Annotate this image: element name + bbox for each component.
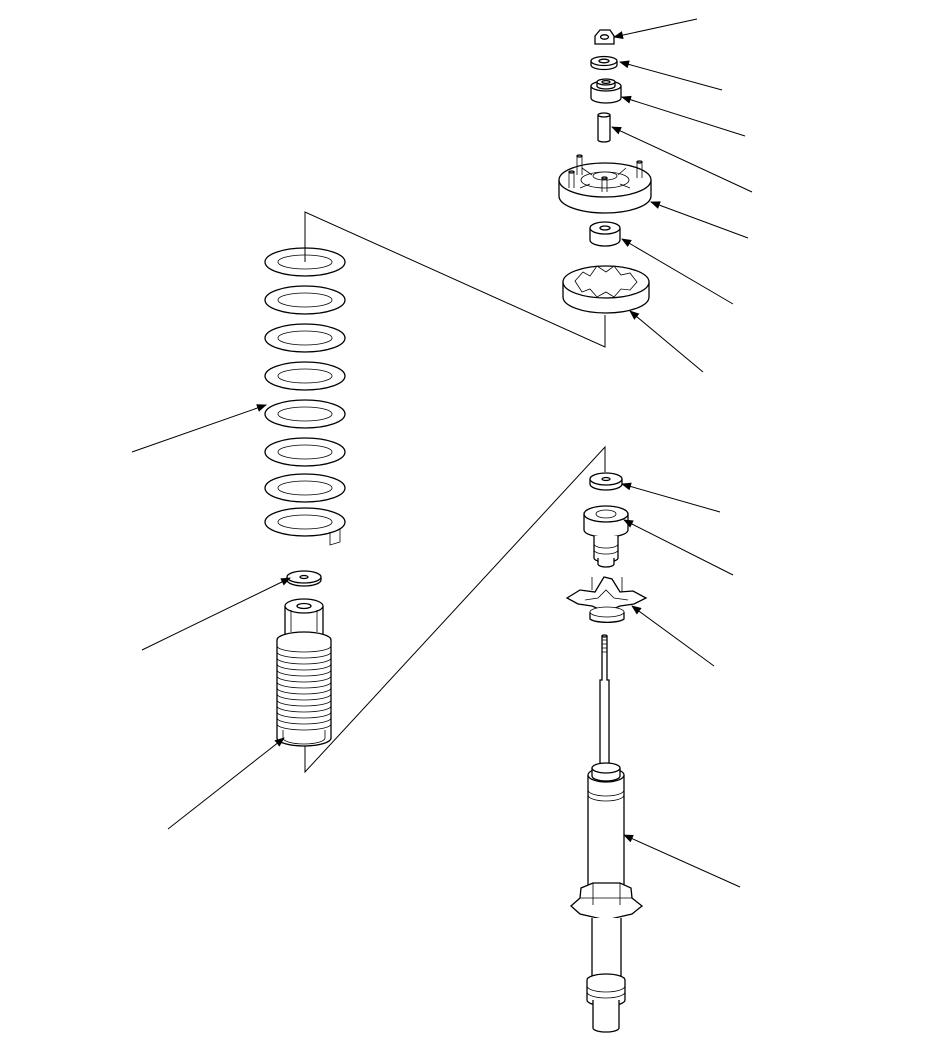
assembly-guide-lines <box>304 211 606 774</box>
lower-spring-seat <box>565 576 648 623</box>
guide-line-boot <box>304 445 606 774</box>
washer <box>590 55 618 71</box>
leader-dust-boot <box>167 737 285 830</box>
leader-bump-stop <box>623 519 734 576</box>
guide-line-spring <box>304 211 606 348</box>
leader-top-mount <box>650 201 749 239</box>
leader-upper-spring-seat <box>629 310 704 373</box>
leader-lower-spring-seat <box>631 605 715 667</box>
stop-washer <box>589 472 623 491</box>
bump-stop <box>583 505 629 568</box>
upper-bushing <box>590 78 622 104</box>
leader-spring-mount-washer <box>141 577 291 651</box>
leader-collar <box>611 126 753 193</box>
spring-mount-washer <box>286 570 322 587</box>
top-mount <box>558 154 652 214</box>
leader-self-locking-nut <box>613 18 698 40</box>
upper-spring-seat <box>562 265 650 314</box>
spring <box>264 247 346 546</box>
leader-damper <box>623 834 741 888</box>
collar <box>597 112 611 143</box>
leader-spring <box>131 404 267 453</box>
lower-bushing <box>589 221 621 247</box>
self-locking-nut <box>594 29 615 45</box>
leader-lower-bushing <box>621 238 734 305</box>
leader-upper-bushing <box>621 95 746 137</box>
dust-boot <box>276 598 332 747</box>
leader-washer <box>619 60 723 91</box>
damper <box>570 634 644 1033</box>
leader-stop-washer <box>621 482 721 513</box>
leader-lines <box>131 18 753 888</box>
